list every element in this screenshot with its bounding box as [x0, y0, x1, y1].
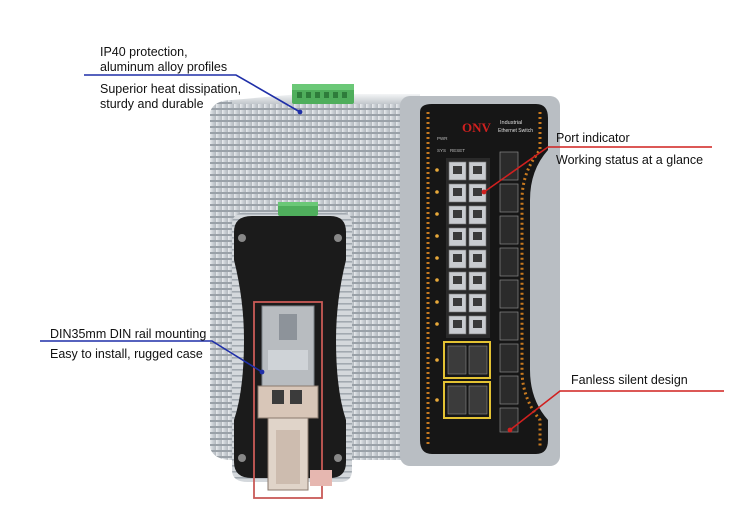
led-pwr-label: PWR: [437, 136, 448, 141]
front-panel: ONV Industrial Ethernet Switch PWR SYS R…: [420, 104, 548, 454]
port-led-column: [435, 168, 439, 402]
callout-dot-din: [259, 369, 265, 375]
callout-line-port: [483, 146, 712, 193]
led-sys-label: SYS: [437, 148, 446, 153]
din-rail-clip: [253, 301, 332, 499]
callout-working-status: Working status at a glance: [556, 153, 704, 167]
device-label-1: Industrial: [500, 120, 522, 126]
callout-dot-fanless: [507, 427, 513, 433]
callout-heat-line1: Superior heat dissipation,: [100, 82, 242, 96]
device-label-2: Ethernet Switch: [498, 128, 533, 134]
callout-dot-port: [481, 189, 487, 195]
callout-easy-install: Easy to install, rugged case: [50, 347, 203, 361]
callout-din-rail: DIN35mm DIN rail mounting: [50, 327, 207, 341]
callout-heat: Superior heat dissipation, sturdy and du…: [100, 82, 241, 112]
callout-line-ip40: [84, 74, 301, 113]
callout-ip40-line1: IP40 protection,: [100, 45, 188, 59]
reset-label: RESET: [450, 148, 465, 153]
callout-line-din: [40, 340, 263, 373]
brand-logo: ONV: [462, 120, 492, 135]
callout-fanless: Fanless silent design: [571, 373, 688, 387]
callout-ip40: IP40 protection, aluminum alloy profiles: [100, 45, 227, 75]
callout-heat-line2: sturdy and durable: [100, 97, 204, 111]
rj45-ports: [446, 158, 490, 338]
callout-port-indicator: Port indicator: [556, 131, 630, 145]
sfp-slots-combo: [443, 341, 491, 419]
callout-dot-ip40: [297, 109, 303, 115]
callout-ip40-line2: aluminum alloy profiles: [100, 60, 228, 74]
callout-line-fanless: [509, 390, 724, 431]
terminal-block-top: [292, 84, 354, 104]
sfp-column-right: [499, 151, 519, 433]
